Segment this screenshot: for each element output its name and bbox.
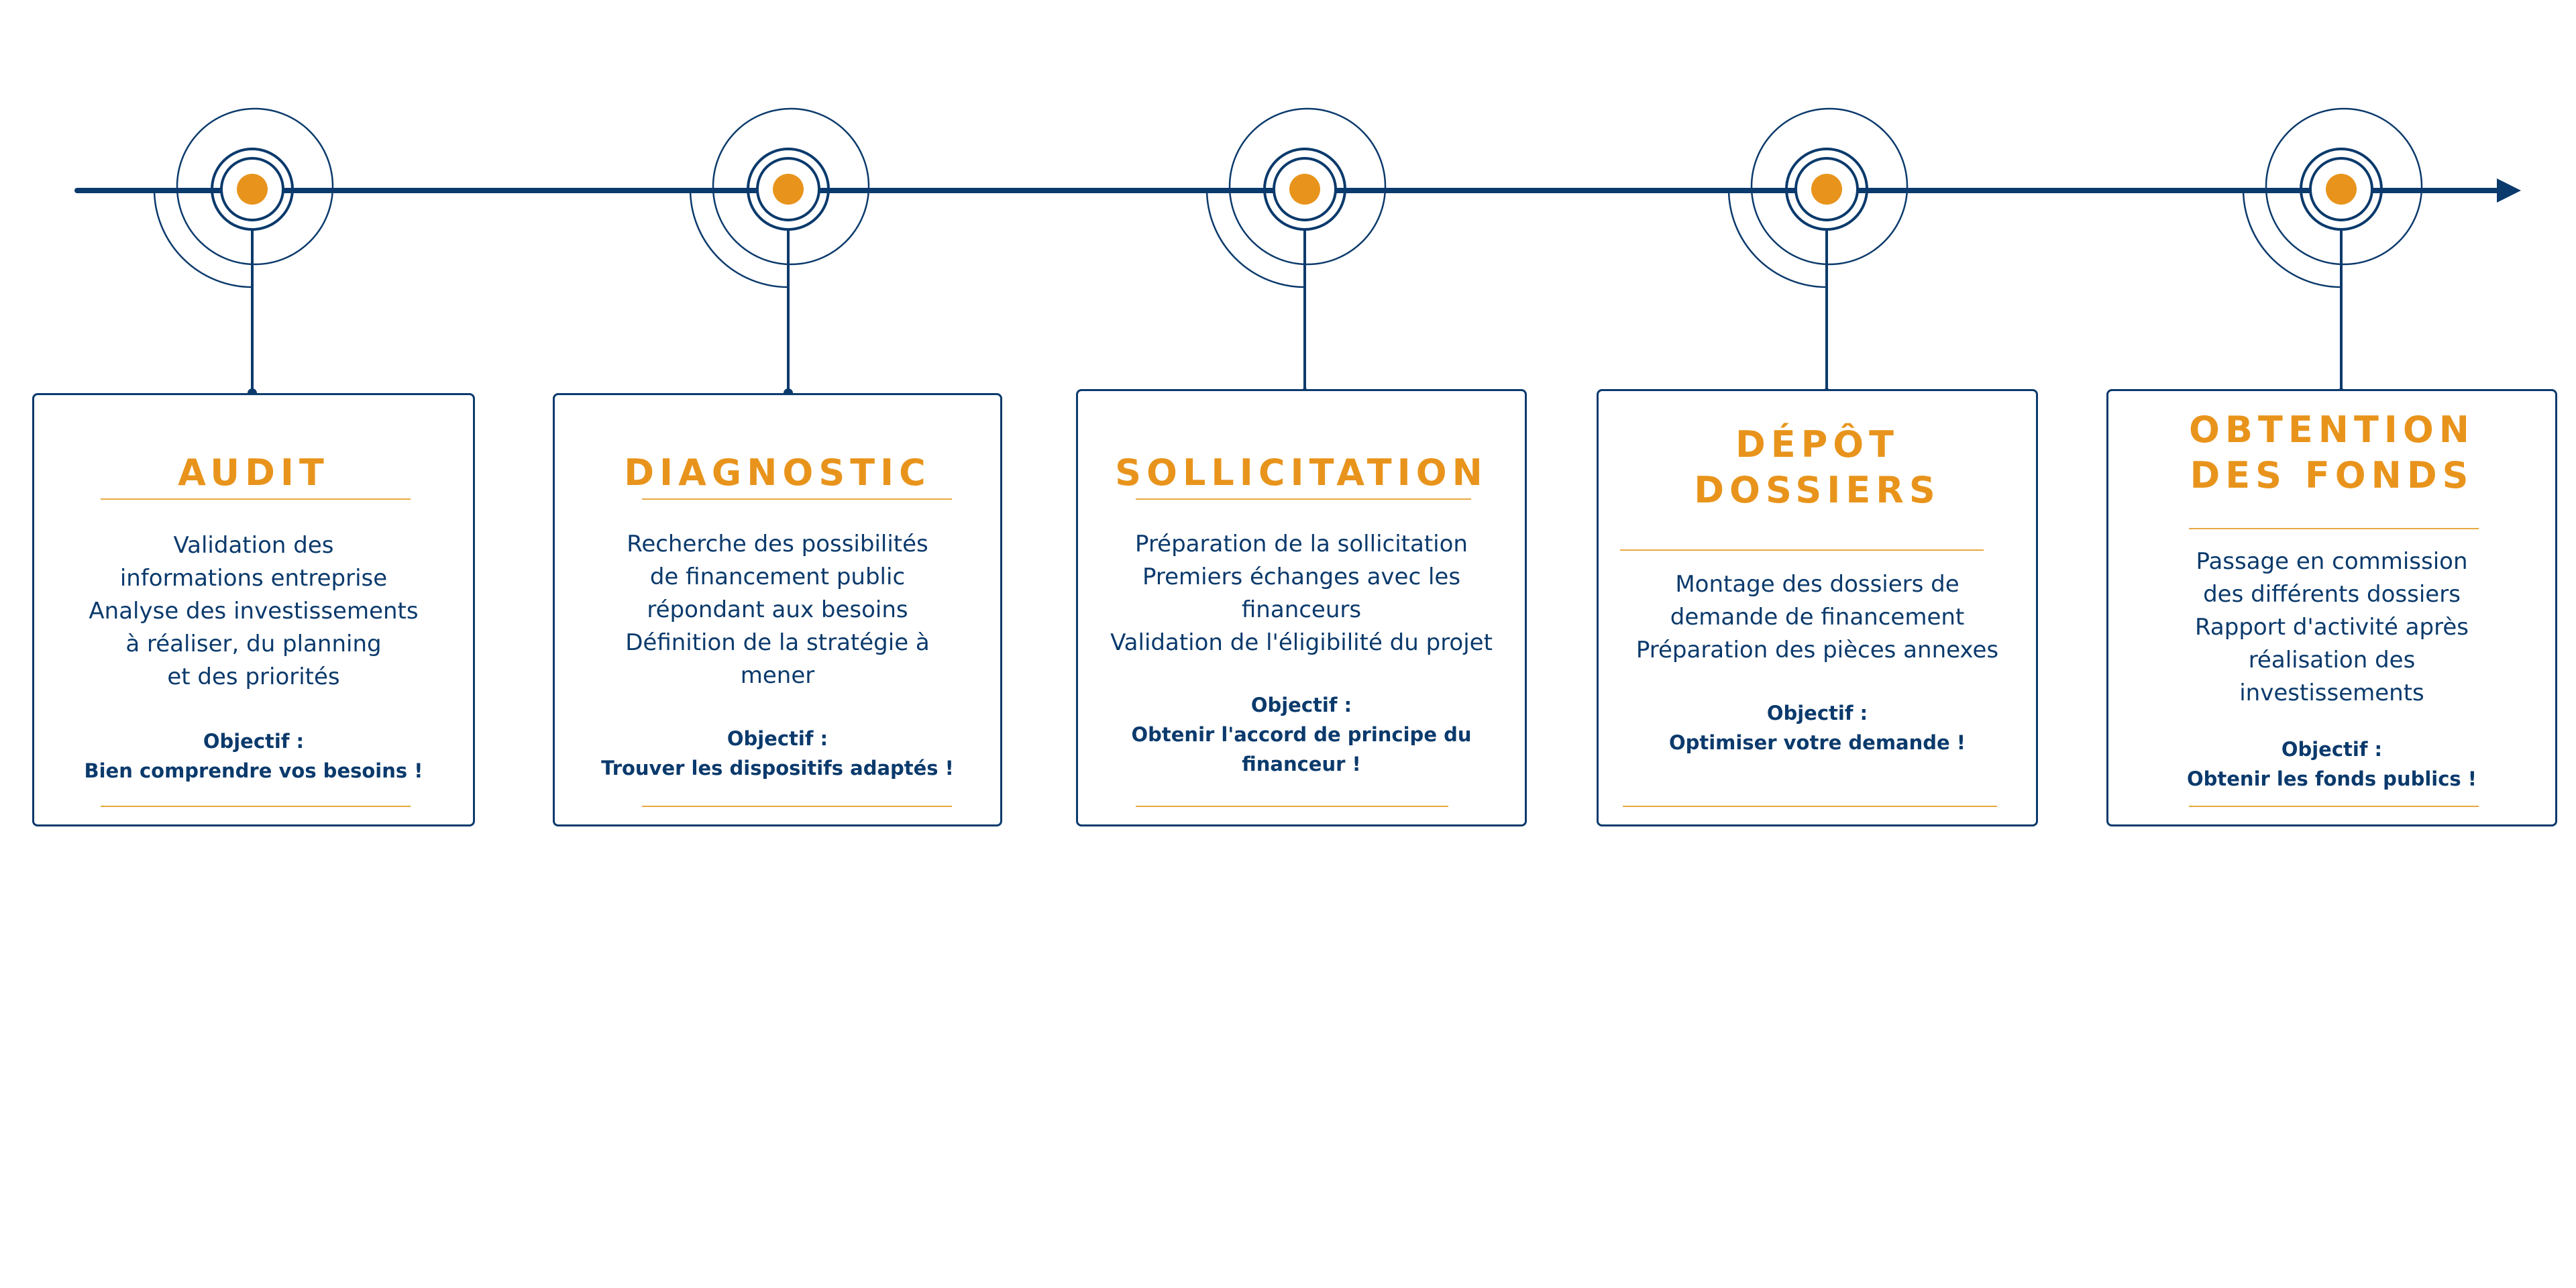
description-line: Passage en commission [2196, 548, 2468, 575]
marker-dot [237, 174, 268, 205]
description-line: réalisation des [2248, 647, 2416, 674]
description-line: de financement public [649, 564, 906, 590]
step-card-audit: AUDIT Validation des informations entrep… [32, 393, 475, 826]
marker-outer-arc [1205, 189, 1305, 288]
description-line: à réaliser, du planning [125, 631, 382, 657]
description-line: Préparation de la sollicitation [1135, 531, 1468, 557]
marker-ring-middle [1785, 148, 1868, 231]
description-line: Recherche des possibilités [627, 531, 928, 557]
step-card-sollicitation: SOLLICITATION Préparation de la sollicit… [1076, 389, 1527, 826]
step-objective: Objectif : Obtenir l'accord de principe … [1078, 690, 1525, 779]
marker-outer-arc [689, 189, 789, 288]
step-title: DÉPÔT DOSSIERS [1599, 422, 2036, 513]
step-description: Montage des dossiers de demande de finan… [1599, 568, 2036, 667]
title-divider [642, 498, 952, 500]
step-card-depot-dossiers: DÉPÔT DOSSIERS Montage des dossiers de d… [1597, 389, 2038, 826]
bottom-divider [642, 806, 952, 807]
bottom-divider [1136, 806, 1448, 807]
marker-ring-middle [2300, 148, 2383, 231]
objective-text: Bien comprendre vos besoins ! [84, 759, 423, 782]
objective-text: Optimiser votre demande ! [1668, 731, 1966, 754]
step-title: DIAGNOSTIC [555, 450, 1000, 496]
marker-dot [1289, 174, 1320, 205]
step-title: OBTENTION DES FONDS [2108, 407, 2555, 498]
objective-label: Objectif : [2281, 738, 2383, 761]
step-description: Validation des informations entreprise A… [34, 529, 473, 694]
description-line: des différents dossiers [2203, 581, 2461, 608]
step-objective: Objectif : Bien comprendre vos besoins ! [34, 727, 473, 786]
description-line: Préparation des pièces annexes [1635, 637, 1999, 663]
marker-ring-outer [1750, 107, 1909, 266]
marker-outer-arc [1727, 189, 1827, 288]
step-description: Préparation de la sollicitation Premiers… [1078, 528, 1525, 659]
step-card-obtention-des-fonds: OBTENTION DES FONDS Passage en commissio… [2106, 389, 2557, 826]
description-line: et des priorités [167, 663, 340, 690]
bottom-divider [1623, 806, 1997, 807]
description-line: Validation des [173, 532, 334, 559]
title-divider [101, 498, 411, 500]
marker-ring-outer [712, 107, 870, 266]
description-line: mener [740, 662, 815, 689]
objective-text: financeur ! [1242, 753, 1361, 775]
step-title-line: SOLLICITATION [1115, 451, 1488, 494]
step-title-line: AUDIT [178, 451, 329, 494]
step-objective: Objectif : Optimiser votre demande ! [1599, 698, 2036, 757]
description-line: Rapport d'activité après [2195, 614, 2469, 641]
description-line: Montage des dossiers de [1675, 571, 1960, 598]
objective-text: Obtenir l'accord de principe du [1131, 723, 1472, 746]
marker-outer-arc [2242, 189, 2342, 288]
step-title: AUDIT [34, 450, 473, 496]
marker-ring-middle [211, 148, 294, 231]
step-objective: Objectif : Trouver les dispositifs adapt… [555, 724, 1000, 783]
objective-label: Objectif : [1766, 702, 1868, 724]
description-line: financeurs [1241, 596, 1362, 623]
objective-text: Trouver les dispositifs adaptés ! [601, 757, 954, 780]
timeline-arrow-head [2497, 178, 2521, 203]
marker-dot [2326, 174, 2357, 205]
marker-dot [1811, 174, 1842, 205]
objective-label: Objectif : [203, 730, 305, 753]
objective-label: Objectif : [1250, 694, 1352, 716]
objective-text: Obtenir les fonds publics ! [2186, 767, 2477, 790]
bottom-divider [2189, 806, 2479, 807]
marker-ring-outer [176, 107, 334, 266]
marker-ring-outer [1228, 107, 1387, 266]
step-title-line: DIAGNOSTIC [624, 451, 931, 494]
step-title-line: DOSSIERS [1694, 469, 1941, 511]
title-divider [1620, 549, 1984, 551]
description-line: investissements [2239, 680, 2424, 706]
step-description: Passage en commission des différents dos… [2108, 545, 2555, 710]
objective-label: Objectif : [727, 727, 828, 750]
marker-ring-middle [1263, 148, 1346, 231]
description-line: informations entreprise [119, 565, 388, 592]
marker-ring-middle [747, 148, 830, 231]
step-title-line: DES FONDS [2190, 454, 2474, 496]
step-objective: Objectif : Obtenir les fonds publics ! [2108, 735, 2555, 794]
marker-outer-arc [153, 189, 253, 288]
marker-dot [773, 174, 804, 205]
description-line: demande de financement [1670, 604, 1965, 631]
step-title-line: DÉPÔT [1735, 423, 1900, 466]
title-divider [2189, 528, 2479, 529]
marker-ring-outer [2265, 107, 2423, 266]
step-title: SOLLICITATION [1078, 450, 1525, 496]
step-card-diagnostic: DIAGNOSTIC Recherche des possibilités de… [553, 393, 1002, 826]
description-line: répondant aux besoins [647, 596, 908, 623]
description-line: Définition de la stratégie à [625, 629, 930, 656]
bottom-divider [101, 806, 411, 807]
title-divider [1136, 498, 1471, 500]
description-line: Analyse des investissements [89, 598, 419, 625]
description-line: Premiers échanges avec les [1142, 564, 1461, 590]
step-description: Recherche des possibilités de financemen… [555, 528, 1000, 692]
step-title-line: OBTENTION [2188, 409, 2475, 451]
description-line: Validation de l'éligibilité du projet [1110, 629, 1493, 656]
